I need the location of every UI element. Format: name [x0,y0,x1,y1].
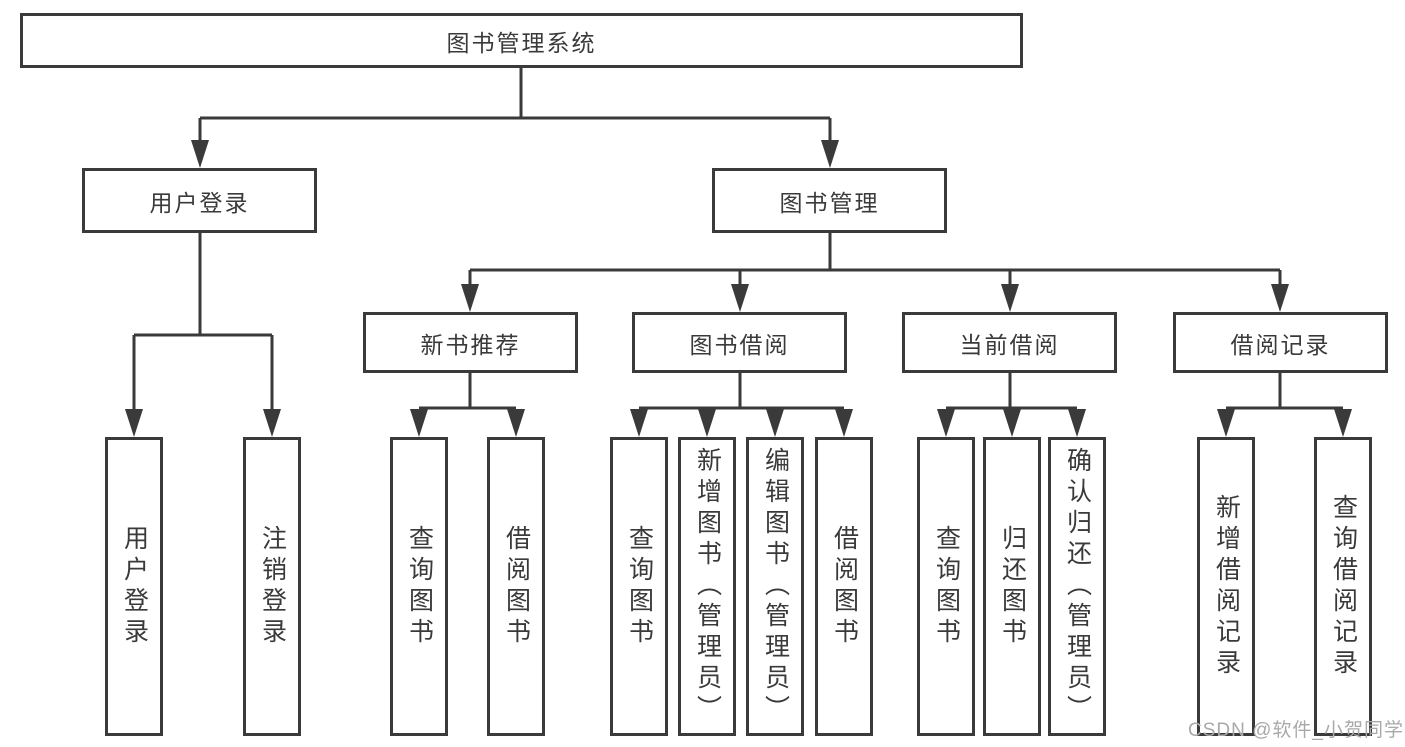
leaf-query-books-current: 查询图书 [917,437,975,736]
leaf-label: 注销登录 [258,524,287,649]
leaf-label: 查询图书 [405,524,434,649]
node-current-borrow: 当前借阅 [902,312,1117,373]
leaf-logout: 注销登录 [243,437,301,736]
leaf-borrow-books-recommend: 借阅图书 [487,437,545,736]
leaf-label: 查询图书 [625,524,654,649]
node-label: 用户登录 [149,189,250,216]
node-label: 新书推荐 [420,331,521,358]
node-book-management: 图书管理 [712,168,947,233]
leaf-edit-books-admin: 编辑图书（管理员） [746,437,804,736]
leaf-user-login: 用户登录 [105,437,163,736]
watermark: CSDN @软件_小贺同学 [1188,720,1404,741]
leaf-query-books-borrow: 查询图书 [610,437,668,736]
node-label: 借阅记录 [1230,331,1331,358]
leaf-query-books-recommend: 查询图书 [390,437,448,736]
leaf-borrow-books: 借阅图书 [815,437,873,736]
node-new-book-recommend: 新书推荐 [363,312,578,373]
leaf-label: 编辑图书（管理员） [761,447,790,726]
node-root-label: 图书管理系统 [446,29,597,56]
leaf-label: 用户登录 [120,524,149,649]
leaf-confirm-return-admin: 确认归还（管理员） [1048,437,1106,736]
leaf-label: 查询借阅记录 [1329,493,1358,680]
leaf-label: 借阅图书 [502,524,531,649]
leaf-label: 查询图书 [932,524,961,649]
leaf-label: 新增借阅记录 [1212,493,1241,680]
node-root: 图书管理系统 [20,13,1023,68]
leaf-label: 借阅图书 [830,524,859,649]
node-label: 图书借阅 [689,331,790,358]
node-user-login: 用户登录 [82,168,317,233]
leaf-return-books: 归还图书 [983,437,1041,736]
leaf-query-borrow-record: 查询借阅记录 [1314,437,1372,736]
arrowheads [125,140,1352,437]
node-label: 当前借阅 [959,331,1060,358]
leaf-label: 归还图书 [998,524,1027,649]
leaf-label: 确认归还（管理员） [1063,447,1092,726]
node-book-borrow: 图书借阅 [632,312,847,373]
leaf-label: 新增图书（管理员） [693,447,722,726]
leaf-add-books-admin: 新增图书（管理员） [678,437,736,736]
node-borrow-records: 借阅记录 [1173,312,1388,373]
leaf-add-borrow-record: 新增借阅记录 [1197,437,1255,736]
node-label: 图书管理 [779,189,880,216]
